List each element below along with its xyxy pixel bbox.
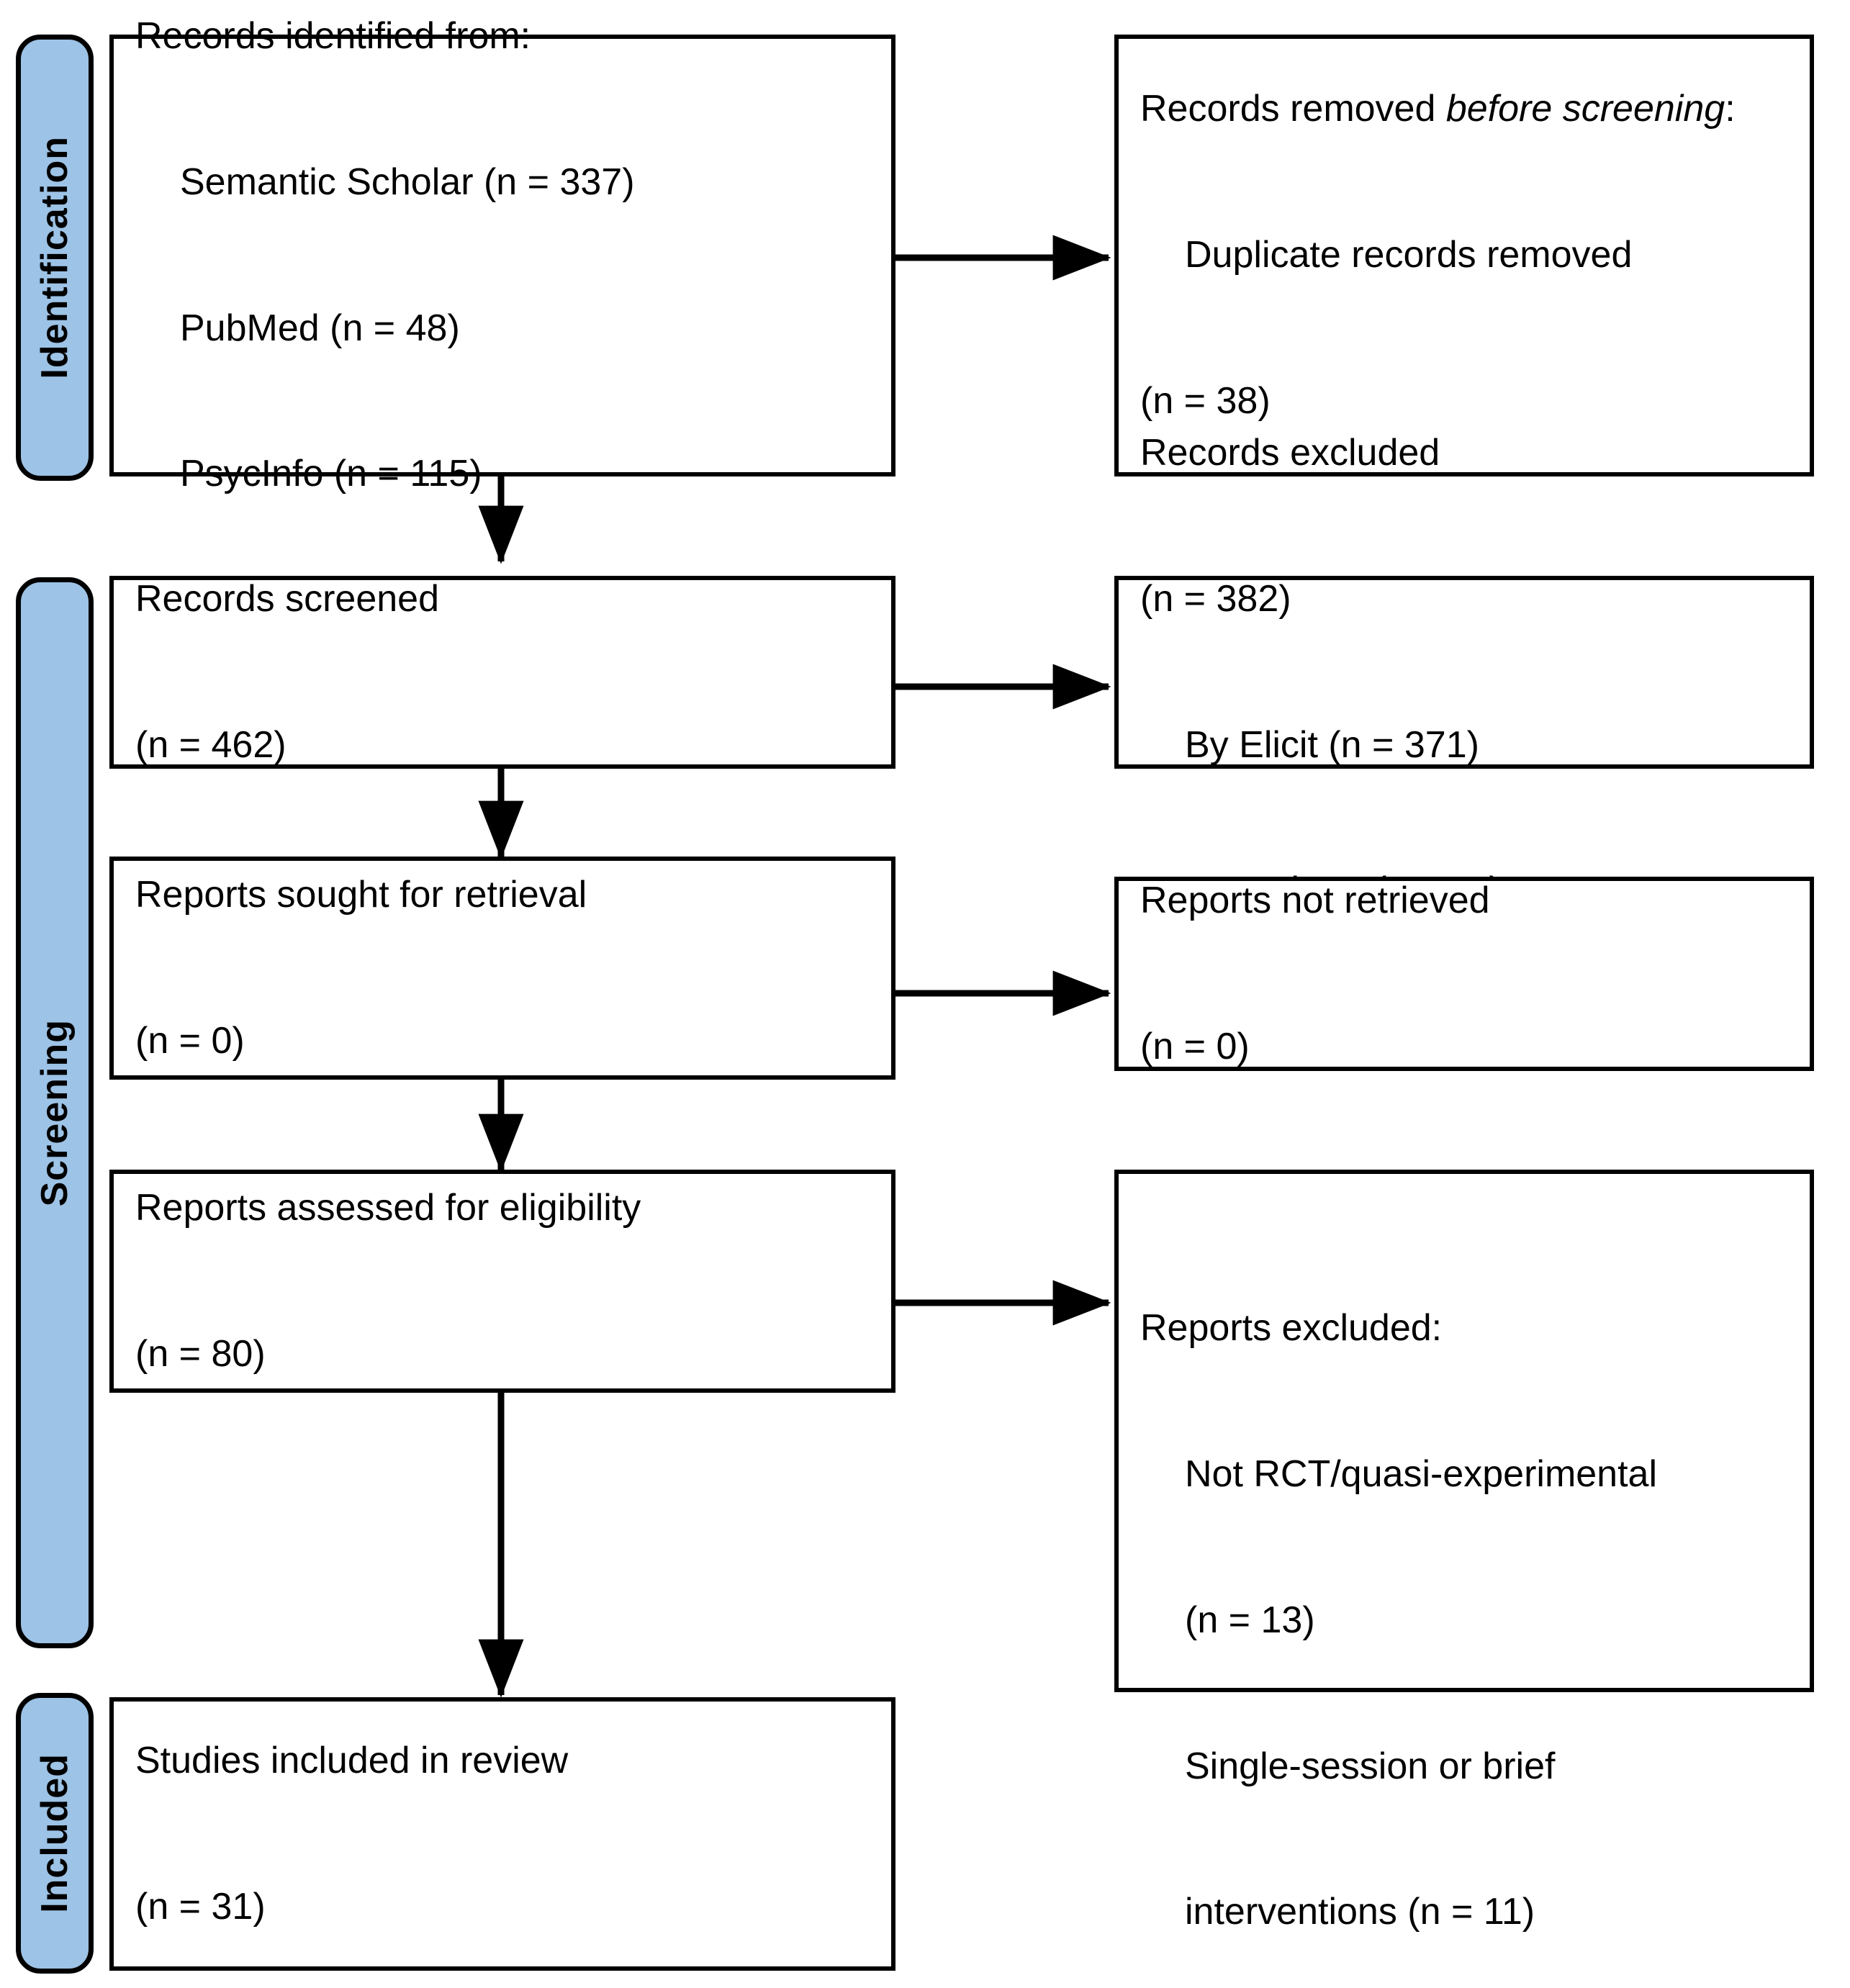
studies-included-heading: Studies included in review: [135, 1739, 569, 1781]
records-identified-heading: Records identified from:: [135, 15, 531, 58]
stage-label-identification: Identification: [34, 136, 76, 379]
stage-bar-included: Included: [16, 1693, 94, 1974]
box-records-excluded: Records excluded (n = 382) By Elicit (n …: [1114, 432, 1814, 911]
records-removed-heading: Records removed before screening:: [1140, 85, 1736, 134]
reports-not-retrieved-count: (n = 0): [1140, 1025, 1250, 1067]
reports-excluded-heading: Reports excluded:: [1140, 1307, 1443, 1350]
box-reports-not-retrieved-text: Reports not retrieved (n = 0): [1140, 780, 1490, 1169]
reports-sought-heading: Reports sought for retrieval: [135, 873, 587, 916]
box-studies-included-text: Studies included in review (n = 31): [135, 1640, 568, 1988]
box-reports-assessed-text: Reports assessed for eligibility (n = 80…: [135, 1087, 641, 1476]
records-removed-item-0: Duplicate records removed: [1185, 234, 1633, 276]
box-reports-sought: Reports sought for retrieval (n = 0): [109, 857, 895, 1080]
records-removed-heading-post: :: [1725, 88, 1736, 130]
box-records-identified-text: Records identified from: Semantic Schola…: [135, 0, 635, 596]
box-reports-assessed: Reports assessed for eligibility (n = 80…: [109, 1170, 895, 1393]
stage-label-included: Included: [34, 1753, 76, 1913]
stage-bar-identification: Identification: [16, 35, 94, 481]
records-screened-heading: Records screened: [135, 577, 439, 620]
records-removed-heading-emphasis: before screening: [1445, 88, 1725, 130]
records-screened-count: (n = 462): [135, 723, 286, 766]
stage-label-screening: Screening: [34, 1018, 76, 1207]
studies-included-count: (n = 31): [135, 1885, 266, 1928]
box-records-identified: Records identified from: Semantic Schola…: [109, 15, 895, 494]
box-studies-included: Studies included in review (n = 31): [109, 1697, 895, 1971]
records-removed-heading-pre: Records removed: [1140, 88, 1446, 130]
box-records-screened: Records screened (n = 462): [109, 576, 895, 769]
records-identified-source-0: Semantic Scholar (n = 337): [180, 161, 635, 203]
reports-excluded-line-2: Single-session or brief: [1185, 1745, 1556, 1787]
stage-bar-screening: Screening: [16, 577, 94, 1648]
box-reports-excluded: Reports excluded: Not RCT/quasi-experime…: [1114, 1170, 1814, 1933]
reports-excluded-line-3: interventions (n = 11): [1185, 1891, 1535, 1933]
reports-assessed-heading: Reports assessed for eligibility: [135, 1186, 641, 1229]
reports-not-retrieved-heading: Reports not retrieved: [1140, 879, 1490, 921]
records-identified-source-2: PsycInfo (n = 115): [180, 453, 482, 495]
records-excluded-count: (n = 382): [1140, 577, 1291, 620]
reports-sought-count: (n = 0): [135, 1019, 245, 1062]
records-identified-source-1: PubMed (n = 48): [180, 307, 460, 349]
box-records-screened-text: Records screened (n = 462): [135, 478, 439, 867]
box-records-removed: Records removed before screening: Duplic…: [1114, 35, 1814, 476]
reports-assessed-count: (n = 80): [135, 1332, 266, 1375]
box-reports-excluded-text: Reports excluded: Not RCT/quasi-experime…: [1140, 1207, 1657, 1988]
reports-excluded-line-1: (n = 13): [1185, 1599, 1315, 1641]
records-removed-item-1: (n = 38): [1140, 379, 1271, 422]
reports-excluded-line-0: Not RCT/quasi-experimental: [1185, 1452, 1658, 1495]
records-excluded-heading: Records excluded: [1140, 432, 1440, 474]
records-excluded-reason-0: By Elicit (n = 371): [1185, 723, 1479, 766]
box-records-removed-text: Records removed before screening: Duplic…: [1140, 0, 1736, 523]
box-reports-not-retrieved: Reports not retrieved (n = 0): [1114, 877, 1814, 1071]
box-reports-sought-text: Reports sought for retrieval (n = 0): [135, 774, 587, 1163]
